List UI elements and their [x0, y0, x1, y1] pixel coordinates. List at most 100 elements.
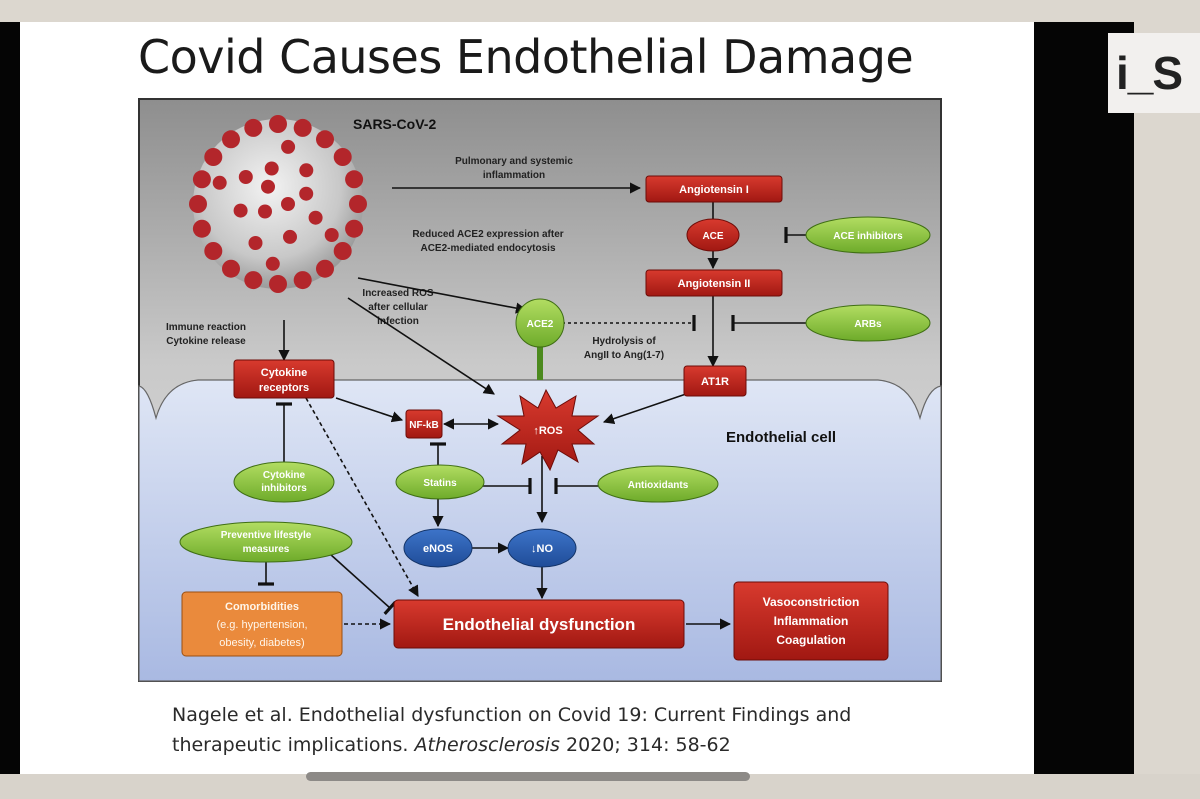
node-ace-label: ACE — [702, 231, 723, 242]
node-enos — [403, 528, 473, 568]
home-indicator-bar[interactable] — [306, 772, 750, 781]
annotation-pulmonary-1: Pulmonary and systemic — [455, 156, 573, 167]
virus-spike — [324, 228, 339, 242]
virus-spike — [204, 148, 223, 166]
citation-line-2-post: 2020; 314: 58-62 — [559, 734, 731, 756]
arrow-virus-to-ros — [347, 297, 495, 395]
node-comorbidities-label-3: obesity, diabetes) — [219, 637, 304, 649]
node-preventive-lifestyle-label-1: Preventive lifestyle — [221, 530, 312, 541]
virus-spike — [189, 195, 207, 213]
arrow-cytokine-receptors-to-dysfunction-dashed — [305, 397, 419, 597]
node-at1r — [683, 365, 747, 397]
node-preventive-lifestyle — [179, 521, 353, 563]
node-comorbidities-label-1: Comorbidities — [225, 601, 299, 613]
node-comorbidities-label-2: (e.g. hypertension, — [216, 619, 307, 631]
arrow-at1r-to-ros — [602, 393, 687, 425]
left-black-bar — [0, 22, 20, 774]
citation-line-2: therapeutic implications. Atherosclerosi… — [172, 730, 851, 760]
arrow-cytokine-receptors-to-nfkb — [335, 397, 404, 423]
annotation-immune-1: Immune reaction — [166, 322, 246, 333]
ace2-stem — [537, 338, 543, 380]
node-angiotensin-1-label: Angiotensin I — [679, 184, 749, 196]
virus-spike — [349, 195, 367, 213]
node-outcomes-label-1: Vasoconstriction — [763, 595, 860, 609]
node-statins — [395, 464, 485, 500]
node-angiotensin-1 — [645, 175, 783, 203]
citation-journal: Atherosclerosis — [414, 734, 560, 756]
virus-spike — [333, 148, 352, 166]
virus-spike — [299, 163, 314, 178]
node-cytokine-inhibitors-label-2: inhibitors — [261, 483, 307, 494]
citation-line-1: Nagele et al. Endothelial dysfunction on… — [172, 704, 852, 726]
annotation-increased-ros-3: infection — [377, 316, 419, 327]
annotation-increased-ros-1: Increased ROS — [362, 288, 433, 299]
citation-line-2-pre: therapeutic implications. — [172, 734, 415, 756]
node-at1r-label: AT1R — [701, 376, 729, 388]
node-outcomes — [733, 581, 889, 661]
annotation-increased-ros-2: after cellular — [368, 302, 428, 313]
virus-spike — [264, 161, 279, 176]
virus-spike — [222, 259, 240, 278]
logo: i_S — [1108, 33, 1200, 113]
virus-spike — [345, 170, 364, 189]
node-nfkb — [405, 409, 443, 439]
cell-label: Endothelial cell — [726, 429, 836, 446]
virus-spike — [258, 204, 272, 219]
node-ace2 — [515, 298, 565, 348]
annotation-reduced-ace2-2: ACE2-mediated endocytosis — [420, 243, 555, 254]
node-ros-starburst — [496, 388, 600, 472]
virus-spike — [244, 271, 263, 290]
node-no — [507, 528, 577, 568]
node-arbs — [805, 304, 931, 342]
node-outcomes-label-3: Coagulation — [776, 633, 845, 647]
arrow-preventive-to-dysfunction — [329, 553, 397, 616]
node-angiotensin-2 — [645, 269, 783, 297]
node-cytokine-receptors-label-2: receptors — [259, 382, 309, 394]
annotation-hydrolysis-1: Hydrolysis of — [592, 336, 656, 347]
virus-spike — [293, 271, 312, 290]
node-nfkb-label: NF-kB — [409, 420, 438, 431]
node-ace-inhibitors — [805, 216, 931, 254]
virus-spike — [265, 256, 280, 271]
virus-spike — [238, 170, 253, 184]
virus-spike — [299, 186, 314, 201]
node-outcomes-label-2: Inflammation — [774, 614, 849, 628]
node-ace2-label: ACE2 — [527, 319, 554, 330]
node-cytokine-inhibitors — [233, 461, 335, 503]
node-ros-label: ↑ROS — [533, 425, 562, 437]
virus-spike — [244, 118, 263, 137]
annotation-reduced-ace2-1: Reduced ACE2 expression after — [412, 229, 563, 240]
virus-spike — [204, 242, 223, 260]
virus-spike — [293, 118, 312, 137]
virus-label: SARS-CoV-2 — [353, 116, 436, 132]
annotation-hydrolysis-2: AngII to Ang(1-7) — [584, 350, 664, 361]
virus-spike — [222, 130, 240, 149]
virus-spike — [281, 139, 296, 154]
node-cytokine-receptors — [233, 359, 335, 399]
virus-spike — [308, 210, 323, 225]
virus-spike — [233, 203, 248, 218]
node-arbs-label: ARBs — [854, 319, 882, 330]
node-antioxidants — [597, 465, 719, 503]
sars-cov-2-virus-icon — [189, 115, 367, 293]
virus-spike — [269, 115, 287, 133]
virus-spike — [261, 179, 275, 194]
virus-spike — [345, 219, 364, 238]
citation: Nagele et al. Endothelial dysfunction on… — [172, 700, 851, 760]
node-angiotensin-2-label: Angiotensin II — [678, 278, 751, 290]
annotation-immune-2: Cytokine release — [166, 336, 246, 347]
node-cytokine-inhibitors-label-1: Cytokine — [263, 470, 306, 481]
pathway-diagram: SARS-CoV-2 Endothelial cell Pulmonary an… — [138, 98, 942, 682]
node-cytokine-receptors-label-1: Cytokine — [261, 367, 307, 379]
virus-spike — [192, 170, 211, 189]
virus-spike — [248, 236, 263, 250]
node-endothelial-dysfunction — [393, 599, 685, 649]
virus-spike — [283, 229, 297, 244]
virus-spike — [212, 175, 227, 190]
right-black-bar — [1034, 22, 1134, 774]
slide-title: Covid Causes Endothelial Damage — [138, 30, 914, 84]
virus-spike — [269, 275, 287, 293]
node-ace — [686, 218, 740, 252]
annotation-pulmonary-2: inflammation — [483, 170, 545, 181]
node-comorbidities — [181, 591, 343, 657]
